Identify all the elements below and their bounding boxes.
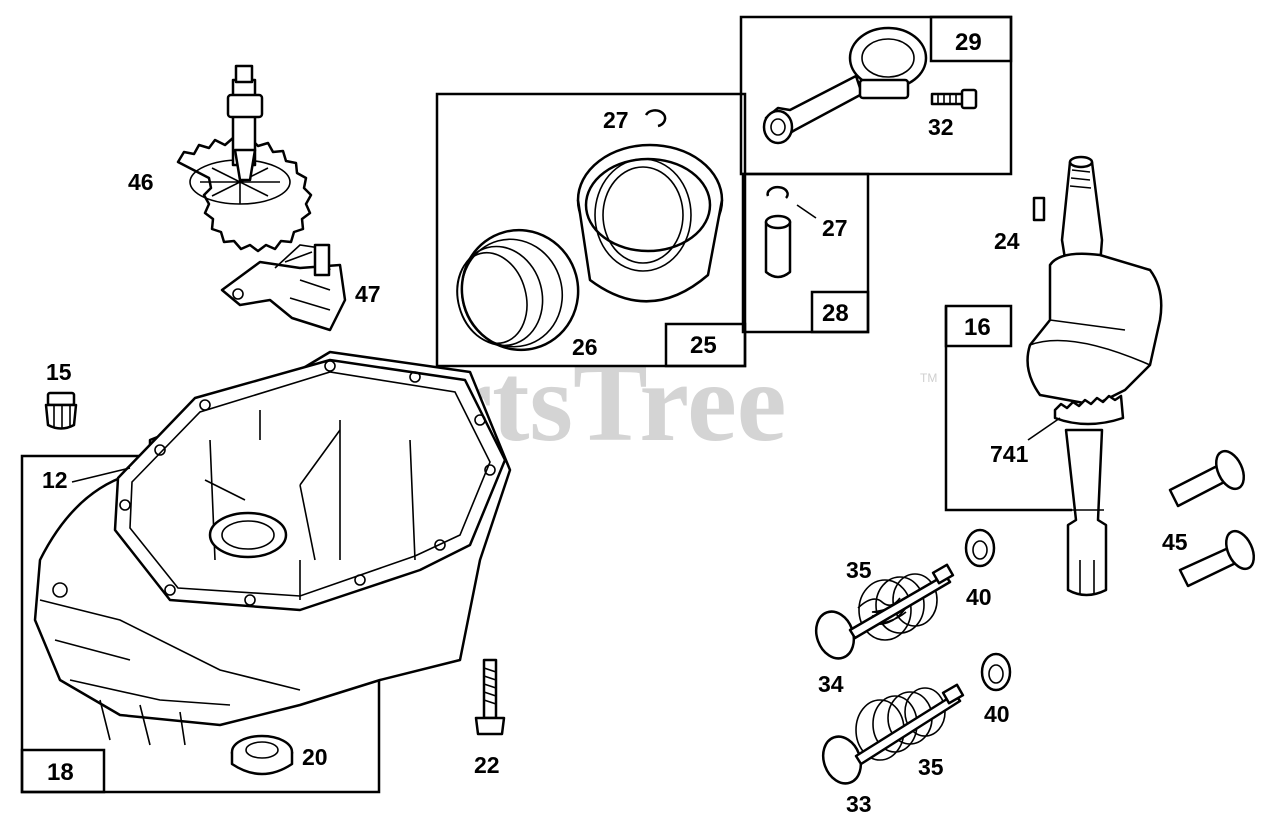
part-40-retainer-upper[interactable]: [964, 528, 996, 568]
callout-40-b: 40: [984, 701, 1010, 727]
part-32-rod-bolt[interactable]: [930, 88, 978, 110]
callout-45: 45: [1162, 529, 1188, 555]
callout-32: 32: [928, 114, 954, 140]
leader-12: [71, 467, 131, 483]
group-box-28-tag: [810, 290, 870, 334]
group-box-16-tag: [944, 304, 1013, 348]
part-15-plug[interactable]: [44, 391, 78, 430]
callout-12: 12: [42, 467, 68, 493]
callout-46: 46: [128, 169, 154, 195]
part-47-governor[interactable]: [220, 243, 347, 332]
group-box-18-tag: [20, 748, 106, 794]
callout-34: 34: [818, 671, 844, 697]
callout-40-a: 40: [966, 584, 992, 610]
part-28-wrist-pin[interactable]: [764, 214, 792, 279]
watermark-trademark: TM: [920, 371, 937, 385]
part-27-clip-a[interactable]: [644, 109, 667, 128]
callout-27-a: 27: [603, 107, 629, 133]
group-label-29: 29: [955, 29, 982, 56]
callout-22: 22: [474, 752, 500, 778]
part-26-rings[interactable]: [446, 217, 591, 363]
callout-741: 741: [990, 441, 1029, 467]
group-box-29-tag: [929, 15, 1013, 63]
group-box-29: [739, 15, 1013, 176]
callout-47: 47: [355, 281, 381, 307]
part-34-valve[interactable]: [810, 563, 955, 664]
part-45-tappet-lower[interactable]: [1178, 527, 1259, 588]
callout-33: 33: [846, 791, 872, 817]
leader-27-b: [796, 204, 817, 219]
part-24-key[interactable]: [1032, 196, 1046, 222]
part-crankshaft[interactable]: [1026, 155, 1163, 597]
group-box-16: [944, 306, 1072, 512]
part-33-valve[interactable]: [817, 683, 965, 789]
part-27-clip-b[interactable]: [766, 185, 789, 199]
callout-35-b: 35: [918, 754, 944, 780]
group-label-18: 18: [47, 759, 74, 786]
part-29-connecting-rod[interactable]: [762, 26, 928, 145]
part-20-seal[interactable]: [230, 734, 294, 776]
group-box-28: [741, 172, 870, 334]
callout-24: 24: [994, 228, 1020, 254]
part-40-retainer-lower[interactable]: [980, 652, 1012, 692]
group-label-25: 25: [690, 332, 717, 359]
callout-26: 26: [572, 334, 598, 360]
leader-741: [1027, 417, 1061, 441]
callout-20: 20: [302, 744, 328, 770]
callout-35-a: 35: [846, 557, 872, 583]
part-46-cam-gear[interactable]: [176, 64, 313, 253]
group-box-25-tag: [664, 322, 747, 368]
callout-15: 15: [46, 359, 72, 385]
part-45-tappet-upper[interactable]: [1168, 447, 1249, 508]
group-label-16: 16: [964, 314, 991, 341]
group-label-28: 28: [822, 300, 849, 327]
part-22-bolt[interactable]: [474, 658, 506, 736]
part-18-sump[interactable]: [33, 350, 512, 746]
group-box-25: [435, 92, 747, 368]
part-piston[interactable]: [576, 143, 724, 303]
callout-27-b: 27: [822, 215, 848, 241]
